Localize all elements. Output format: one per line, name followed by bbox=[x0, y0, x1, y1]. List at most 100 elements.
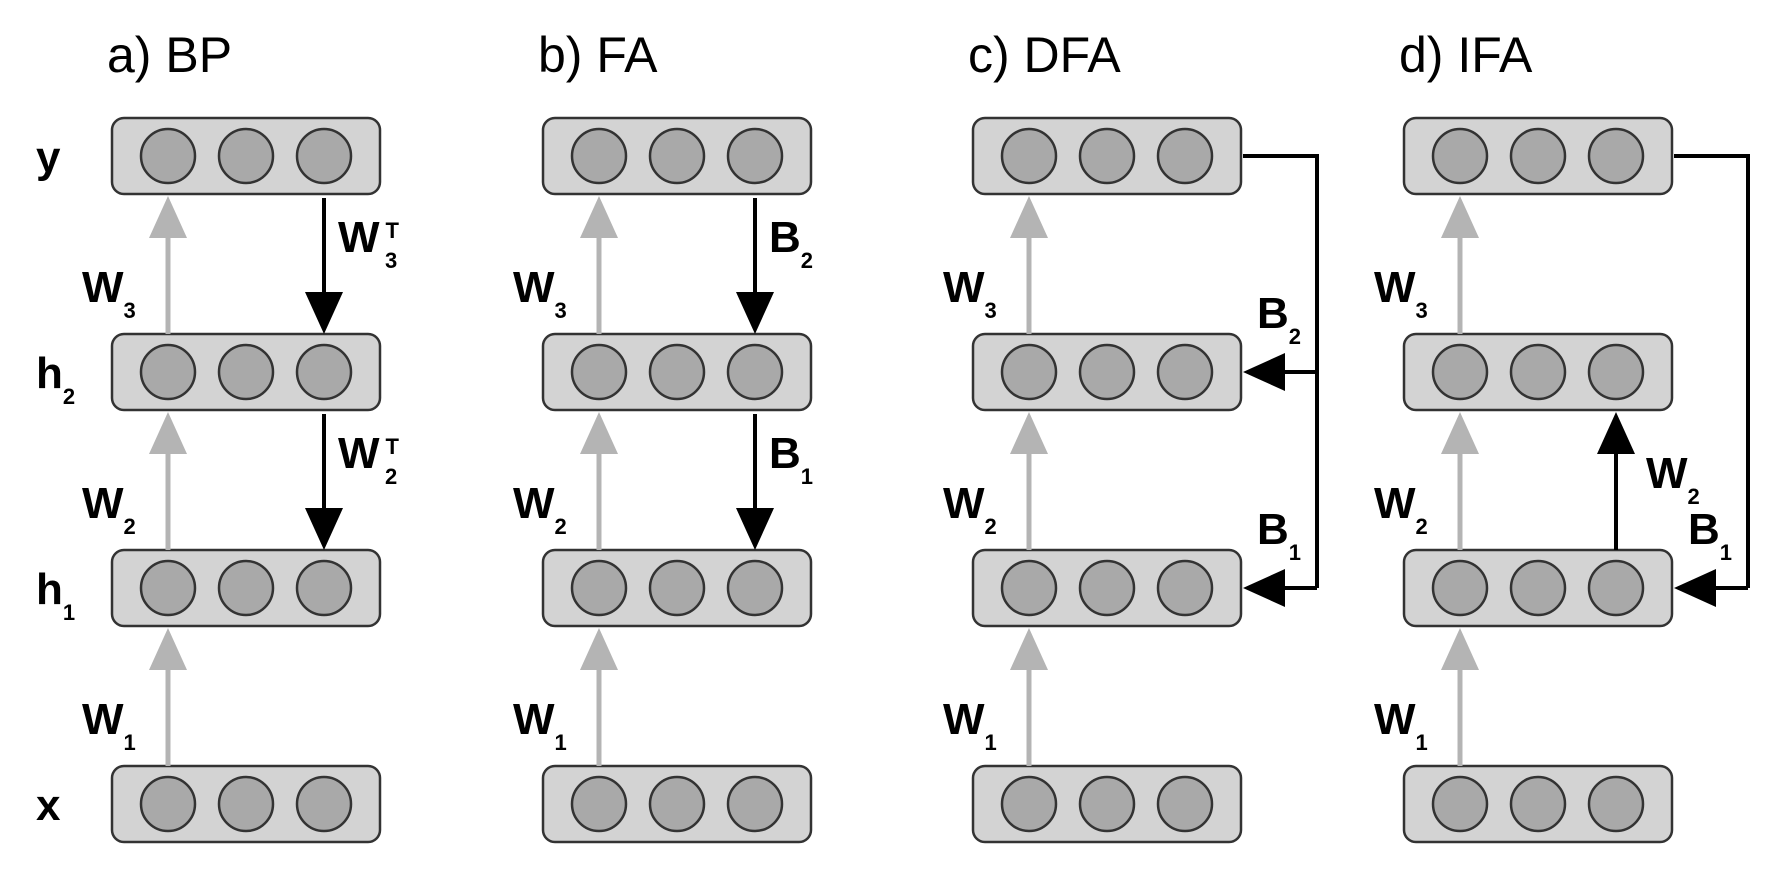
arrow-head bbox=[149, 196, 187, 238]
row-label-h1: h1 bbox=[36, 565, 75, 625]
arrow-head bbox=[1243, 353, 1285, 391]
weight-label-base: W bbox=[82, 479, 124, 528]
layer-y bbox=[971, 116, 1243, 196]
weight-label-subscript: 2 bbox=[124, 514, 136, 539]
row-label-y: y bbox=[36, 133, 61, 182]
arrow-head bbox=[1010, 196, 1048, 238]
weight-label-base: W bbox=[513, 695, 555, 744]
forward-weight-label: W3 bbox=[82, 263, 136, 323]
neuron bbox=[295, 127, 353, 185]
weight-label-base: B bbox=[769, 213, 801, 262]
neuron bbox=[648, 343, 706, 401]
weight-label-base: W bbox=[1374, 263, 1416, 312]
neuron bbox=[139, 775, 197, 833]
weight-label-subscript: 2 bbox=[1416, 514, 1428, 539]
layer-y bbox=[110, 116, 382, 196]
weight-label-base: B bbox=[1257, 289, 1289, 338]
forward-weight-label: W1 bbox=[1374, 695, 1428, 755]
neuron bbox=[217, 343, 275, 401]
row-label-h2: h2 bbox=[36, 349, 75, 409]
neuron bbox=[570, 559, 628, 617]
weight-label-base: W bbox=[943, 695, 985, 744]
neuron bbox=[1587, 343, 1645, 401]
weight-label-subscript: 3 bbox=[124, 298, 136, 323]
layer-h1 bbox=[110, 548, 382, 628]
arrow-head bbox=[736, 508, 774, 550]
row-label-x: x bbox=[36, 781, 61, 830]
neuron bbox=[295, 343, 353, 401]
row-label-base: x bbox=[36, 781, 61, 830]
weight-label-base: W bbox=[1374, 479, 1416, 528]
arrow-head bbox=[580, 412, 618, 454]
neuron bbox=[1509, 127, 1567, 185]
neuron bbox=[217, 127, 275, 185]
weight-label-base: W bbox=[338, 429, 380, 478]
indirect-feedback-path bbox=[1674, 154, 1750, 588]
layer-y bbox=[541, 116, 813, 196]
neuron bbox=[1431, 343, 1489, 401]
weight-label-subscript: 1 bbox=[1416, 730, 1428, 755]
neuron bbox=[1431, 127, 1489, 185]
forward-weight-label: W1 bbox=[513, 695, 567, 755]
layer-h1 bbox=[1402, 548, 1674, 628]
weight-label-subscript: 3 bbox=[985, 298, 997, 323]
arrow-head bbox=[1441, 628, 1479, 670]
layer-x bbox=[541, 764, 813, 844]
panel-title: d) IFA bbox=[1399, 27, 1533, 83]
neuron bbox=[1000, 775, 1058, 833]
layer-h2 bbox=[110, 332, 382, 412]
weight-label-subscript: 1 bbox=[985, 730, 997, 755]
forward-weight-label: W3 bbox=[1374, 263, 1428, 323]
layer-h2 bbox=[971, 332, 1243, 412]
forward-weight-label: W1 bbox=[82, 695, 136, 755]
layer-x bbox=[971, 764, 1243, 844]
neuron bbox=[1587, 127, 1645, 185]
arrow-head bbox=[1441, 196, 1479, 238]
neuron bbox=[295, 775, 353, 833]
neuron bbox=[139, 343, 197, 401]
neuron bbox=[139, 559, 197, 617]
arrow-head bbox=[1597, 412, 1635, 454]
forward-weight-label: W2 bbox=[943, 479, 997, 539]
arrow-head bbox=[1243, 569, 1285, 607]
weight-label-subscript: 1 bbox=[1289, 540, 1301, 565]
feedback-weight-label: B2 bbox=[769, 213, 813, 273]
weight-label-subscript: 3 bbox=[1416, 298, 1428, 323]
weight-label-subscript: 2 bbox=[1688, 484, 1700, 509]
neuron bbox=[648, 127, 706, 185]
weight-label-base: W bbox=[338, 213, 380, 262]
feedback-weight-label: B1 bbox=[769, 429, 813, 489]
neuron bbox=[139, 127, 197, 185]
arrow-head bbox=[580, 196, 618, 238]
neuron bbox=[570, 775, 628, 833]
weight-label-subscript: 1 bbox=[124, 730, 136, 755]
forward-weight-label: W3 bbox=[513, 263, 567, 323]
weight-label-subscript: 2 bbox=[1289, 324, 1301, 349]
layer-x bbox=[110, 764, 382, 844]
arrow-head bbox=[149, 412, 187, 454]
neuron bbox=[1509, 775, 1567, 833]
neuron bbox=[1587, 775, 1645, 833]
neuron bbox=[1431, 559, 1489, 617]
arrow-head bbox=[305, 508, 343, 550]
neuron bbox=[1078, 775, 1136, 833]
forward-weight-label: W1 bbox=[943, 695, 997, 755]
feedback-weight-label: W2 bbox=[1646, 449, 1700, 509]
row-label-base: y bbox=[36, 133, 61, 182]
weight-label-base: W bbox=[1374, 695, 1416, 744]
weight-label-base: W bbox=[513, 479, 555, 528]
forward-weight-label: W2 bbox=[513, 479, 567, 539]
weight-label-subscript: 2 bbox=[555, 514, 567, 539]
neuron bbox=[1156, 775, 1214, 833]
neuron bbox=[648, 775, 706, 833]
neuron bbox=[1078, 559, 1136, 617]
arrow-head bbox=[149, 628, 187, 670]
neuron bbox=[1156, 343, 1214, 401]
weight-label-base: W bbox=[82, 263, 124, 312]
weight-label-base: B bbox=[1688, 505, 1720, 554]
arrow-head bbox=[1010, 412, 1048, 454]
row-label-base: h bbox=[36, 565, 63, 614]
arrow-head bbox=[1010, 628, 1048, 670]
